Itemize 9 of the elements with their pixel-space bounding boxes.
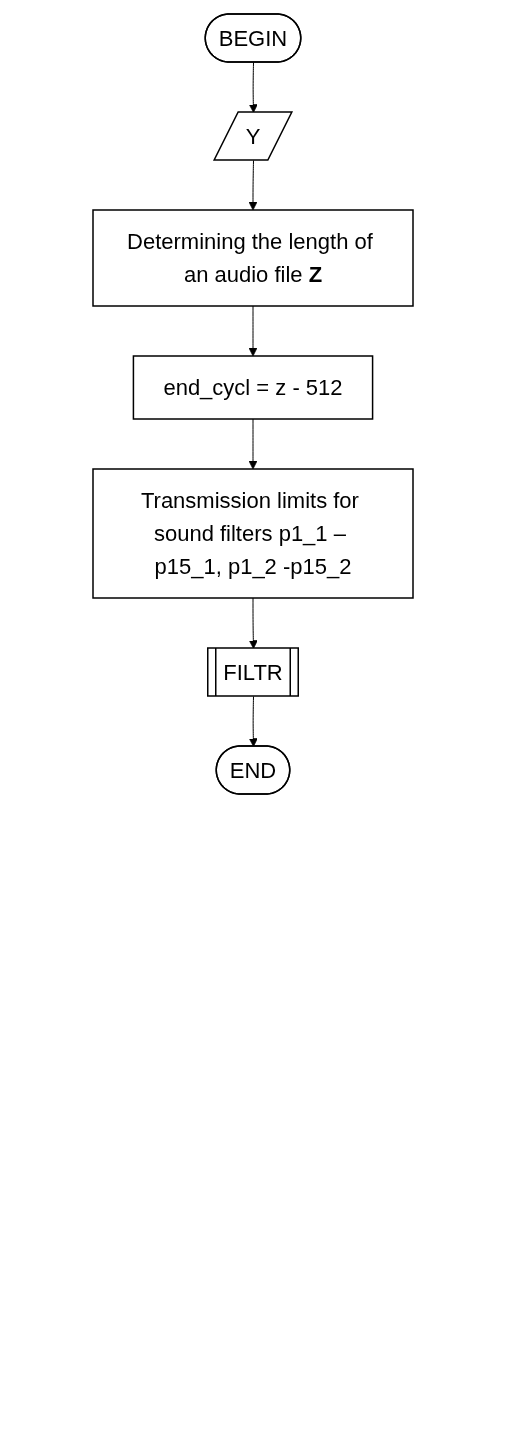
arrow (248, 305, 257, 357)
node-box: Transmission limits for sound filters p1_1 – p15_1, p1_2 -p15_2 (91, 468, 414, 599)
node-box: Determining the length of an audio file Z (91, 209, 414, 307)
arrow (248, 696, 258, 747)
arrow (248, 418, 257, 470)
arrow (248, 597, 258, 649)
arrow (248, 160, 257, 211)
node-box: end_cycl = z - 512 (132, 355, 373, 420)
arrow (248, 62, 258, 113)
